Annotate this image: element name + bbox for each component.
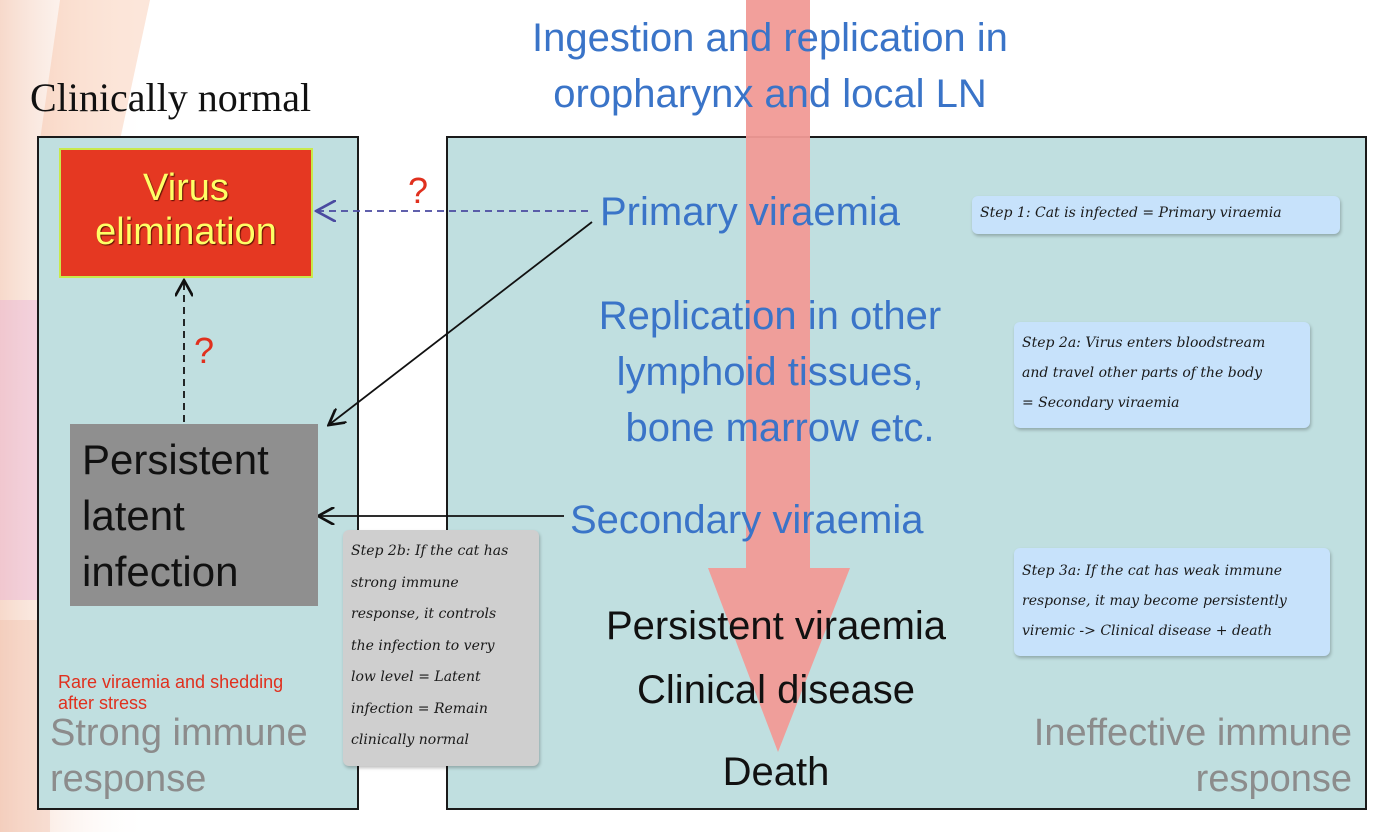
step2b-line: infection = Remain <box>351 700 488 717</box>
latent-box-line: Persistent <box>82 436 269 483</box>
latent-box-line: latent <box>82 492 185 539</box>
replication-line3: bone marrow etc. <box>625 406 935 450</box>
primary-viraemia-label: Primary viraemia <box>600 190 901 234</box>
step2b-line: the infection to very <box>351 637 495 654</box>
step1-text: Step 1: Cat is infected = Primary viraem… <box>980 205 1282 221</box>
step3a-line: response, it may become persistently <box>1022 593 1287 609</box>
step2a-note: Step 2a: Virus enters bloodstream and tr… <box>1014 322 1310 428</box>
step3a-line: viremic -> Clinical disease + death <box>1022 623 1273 639</box>
clinical-disease-label: Clinical disease <box>637 668 915 712</box>
death-label: Death <box>722 750 830 794</box>
ineffective-immune-label-line1: Ineffective immune <box>1033 712 1352 754</box>
step2b-line: response, it controls <box>351 606 497 622</box>
replication-line2: lymphoid tissues, <box>616 350 924 394</box>
ineffective-immune-label-line2: response <box>1195 758 1352 800</box>
step2a-line: Step 2a: Virus enters bloodstream <box>1022 335 1266 351</box>
step2b-line: Step 2b: If the cat has <box>351 543 509 559</box>
secondary-viraemia-label: Secondary viraemia <box>570 498 924 542</box>
virus-box-line2: elimination <box>95 211 277 253</box>
arrow-primary-to-latent <box>330 221 593 424</box>
question-mark-top: ? <box>408 170 429 211</box>
step2b-line: low level = Latent <box>351 669 481 685</box>
step2a-line: = Secondary viraemia <box>1022 395 1180 411</box>
step2b-note: Step 2b: If the cat has strong immune re… <box>343 530 539 766</box>
persistent-latent-infection-box: Persistent latent infection <box>70 424 318 606</box>
step2b-line: clinically normal <box>351 732 470 748</box>
step2b-line: strong immune <box>351 574 459 591</box>
clinically-normal-heading: Clinically normal <box>30 75 312 120</box>
virus-box-line1: Virus <box>143 167 229 209</box>
ingestion-heading-line2: oropharynx and local LN <box>553 72 987 116</box>
strong-immune-label-line2: response <box>50 758 207 800</box>
strong-immune-label-line1: Strong immune <box>50 712 308 754</box>
replication-line1: Replication in other <box>598 294 942 338</box>
latent-box-line: infection <box>82 548 239 595</box>
step3a-note: Step 3a: If the cat has weak immune resp… <box>1014 548 1330 656</box>
right-panel <box>446 136 1367 810</box>
rare-viraemia-note-line2: after stress <box>58 693 148 713</box>
question-mark-left: ? <box>194 330 215 371</box>
step2a-line: and travel other parts of the body <box>1022 365 1263 381</box>
ingestion-heading-line1: Ingestion and replication in <box>532 16 1008 60</box>
virus-elimination-box: Virus elimination <box>59 148 313 278</box>
rare-viraemia-note-line1: Rare viraemia and shedding <box>58 672 284 692</box>
step1-note: Step 1: Cat is infected = Primary viraem… <box>972 196 1340 234</box>
persistent-viraemia-label: Persistent viraemia <box>605 604 947 648</box>
step3a-line: Step 3a: If the cat has weak immune <box>1022 563 1283 579</box>
